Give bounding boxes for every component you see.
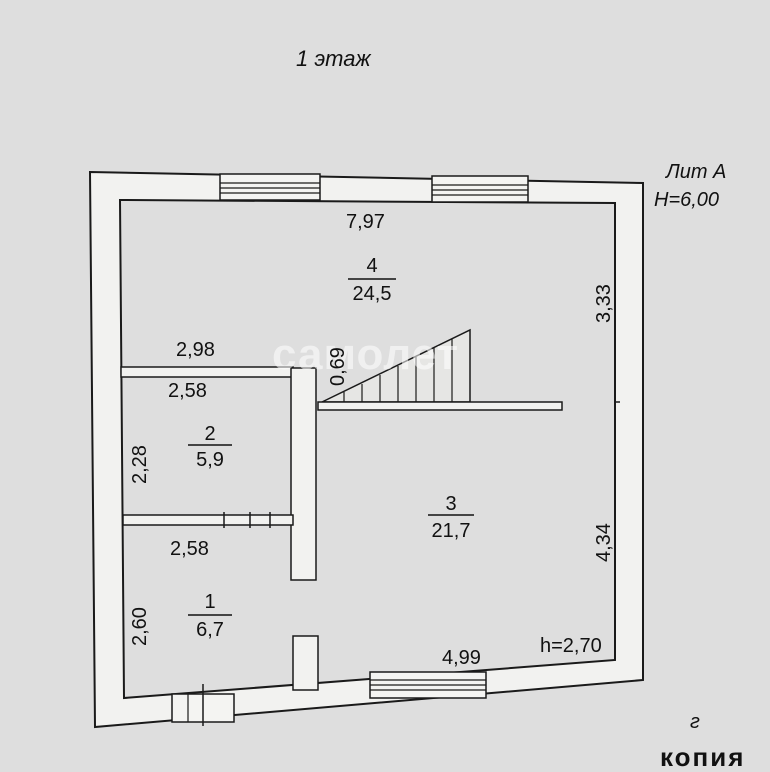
building-label: Лит А [666, 161, 727, 183]
dim-top-width: 7,97 [346, 211, 385, 233]
dim-room2-top-wall: 2,98 [176, 339, 215, 361]
wall-stub-bottom [292, 635, 319, 691]
window-top-left [219, 173, 321, 201]
watermark: самолет [272, 330, 460, 379]
floor-title: 1 этаж [296, 46, 371, 71]
dim-bottom-width: 4,99 [442, 647, 481, 669]
room1-number: 1 [204, 591, 216, 613]
dim-room2-height: 2,28 [129, 445, 151, 484]
dim-right-upper: 3,33 [593, 284, 615, 323]
room3-number: 3 [445, 493, 457, 515]
ceiling-height: h=2,70 [540, 635, 602, 657]
dim-room1-height: 2,60 [129, 607, 151, 646]
wall-room2-bottom [122, 514, 294, 526]
room4-number: 4 [366, 255, 378, 277]
dim-room1-width: 2,58 [170, 538, 209, 560]
entrance-door [171, 684, 235, 726]
dim-stair-gap: 0,69 [327, 347, 349, 386]
window-top-right [431, 175, 529, 203]
corner-mark: г [690, 711, 700, 733]
dim-room2-width: 2,58 [168, 380, 207, 402]
wall-room2-top [120, 366, 294, 378]
staircase [317, 328, 563, 411]
window-bottom [369, 671, 487, 699]
dim-right-lower: 4,34 [593, 523, 615, 562]
room2-area: 5,9 [196, 449, 224, 471]
wall-partition-vertical [290, 367, 317, 581]
stamp-text: копия [660, 742, 746, 772]
building-height: H=6,00 [654, 189, 720, 211]
room2-number: 2 [204, 423, 216, 445]
room1-area: 6,7 [196, 619, 224, 641]
room4-area: 24,5 [352, 283, 392, 305]
room3-area: 21,7 [431, 520, 471, 542]
door-room2 [223, 512, 271, 528]
